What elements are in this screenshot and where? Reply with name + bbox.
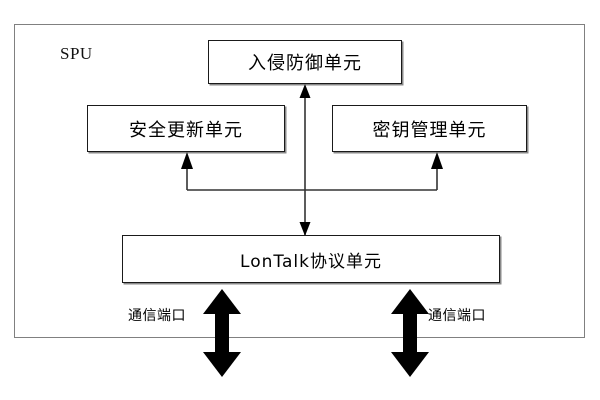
- arrowhead-down-lontalk: [299, 222, 311, 236]
- comm-port-label-left: 通信端口: [128, 308, 186, 324]
- box-intrusion-prevention-unit[interactable]: 入侵防御单元: [208, 40, 402, 84]
- box-security-update-label: 安全更新单元: [129, 119, 243, 141]
- port-arrowhead-down-left: [203, 352, 241, 377]
- box-security-update-unit[interactable]: 安全更新单元: [87, 105, 285, 152]
- spu-frame-label: SPU: [60, 44, 93, 63]
- box-key-management-unit[interactable]: 密钥管理单元: [332, 105, 527, 152]
- arrowhead-up-intrusion: [299, 84, 311, 98]
- arrowhead-up-security-update: [181, 152, 193, 169]
- comm-port-label-right: 通信端口: [428, 308, 486, 324]
- port-arrow-shaft-left: [215, 303, 229, 363]
- spu-boundary-frame: [14, 24, 585, 338]
- port-arrowhead-down-right: [391, 352, 429, 377]
- box-lontalk-protocol-label: LonTalk协议单元: [240, 251, 382, 272]
- box-lontalk-protocol-unit[interactable]: LonTalk协议单元: [122, 235, 500, 283]
- box-key-management-label: 密钥管理单元: [372, 119, 487, 141]
- arrowhead-up-key-management: [431, 152, 443, 169]
- port-arrowhead-up-left: [203, 289, 241, 314]
- port-arrowhead-up-right: [391, 289, 429, 314]
- box-intrusion-prevention-label: 入侵防御单元: [248, 53, 362, 74]
- port-arrow-shaft-right: [403, 303, 417, 363]
